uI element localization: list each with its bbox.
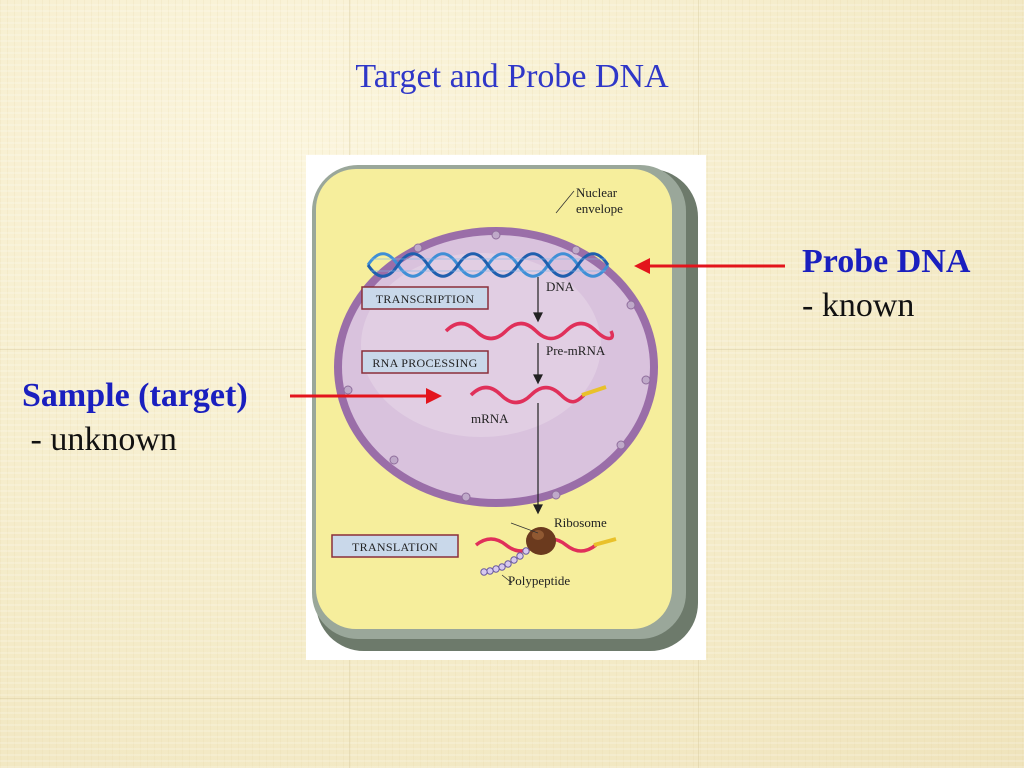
sample-label-block: Sample (target) - unknown [22,374,248,462]
background-seam [0,698,1024,699]
polypeptide-chain [480,547,530,576]
slide-title: Target and Probe DNA [355,58,669,95]
translation-box: TRANSLATION [331,534,459,558]
transcription-box: TRANSCRIPTION [361,286,489,310]
rna-processing-box: RNA PROCESSING [361,350,489,374]
pre-mrna-label: Pre-mRNA [546,343,606,358]
sample-arrow [290,388,442,404]
pre-mrna-strand [444,321,614,341]
dna-label: DNA [546,279,575,294]
translation-tail [593,537,617,547]
leader-lines [501,190,575,584]
probe-subtext: - known [802,287,915,324]
probe-arrow [634,258,785,274]
cell-diagram: TRANSCRIPTION RNA PROCESSING TRANSLATION… [306,155,706,660]
sample-heading: Sample (target) [22,377,248,414]
dna-helix [366,252,610,278]
mrna-tail [581,385,607,397]
transcription-label: TRANSCRIPTION [376,292,475,306]
ribosome-highlight [532,530,544,540]
nuclear-envelope-label: Nuclear [576,185,618,200]
ribosome-label: Ribosome [554,515,607,530]
sample-subtext: - unknown [22,421,177,458]
rna-processing-label: RNA PROCESSING [372,356,477,370]
mrna-strand [469,385,586,405]
translation-label: TRANSLATION [352,540,438,554]
mrna-label: mRNA [471,411,509,426]
nuclear-envelope-label-line2: envelope [576,201,623,216]
polypeptide-label: Polypeptide [508,573,570,588]
flow-arrows [533,277,543,515]
probe-label-block: Probe DNA - known [802,240,970,328]
probe-heading: Probe DNA [802,243,971,280]
